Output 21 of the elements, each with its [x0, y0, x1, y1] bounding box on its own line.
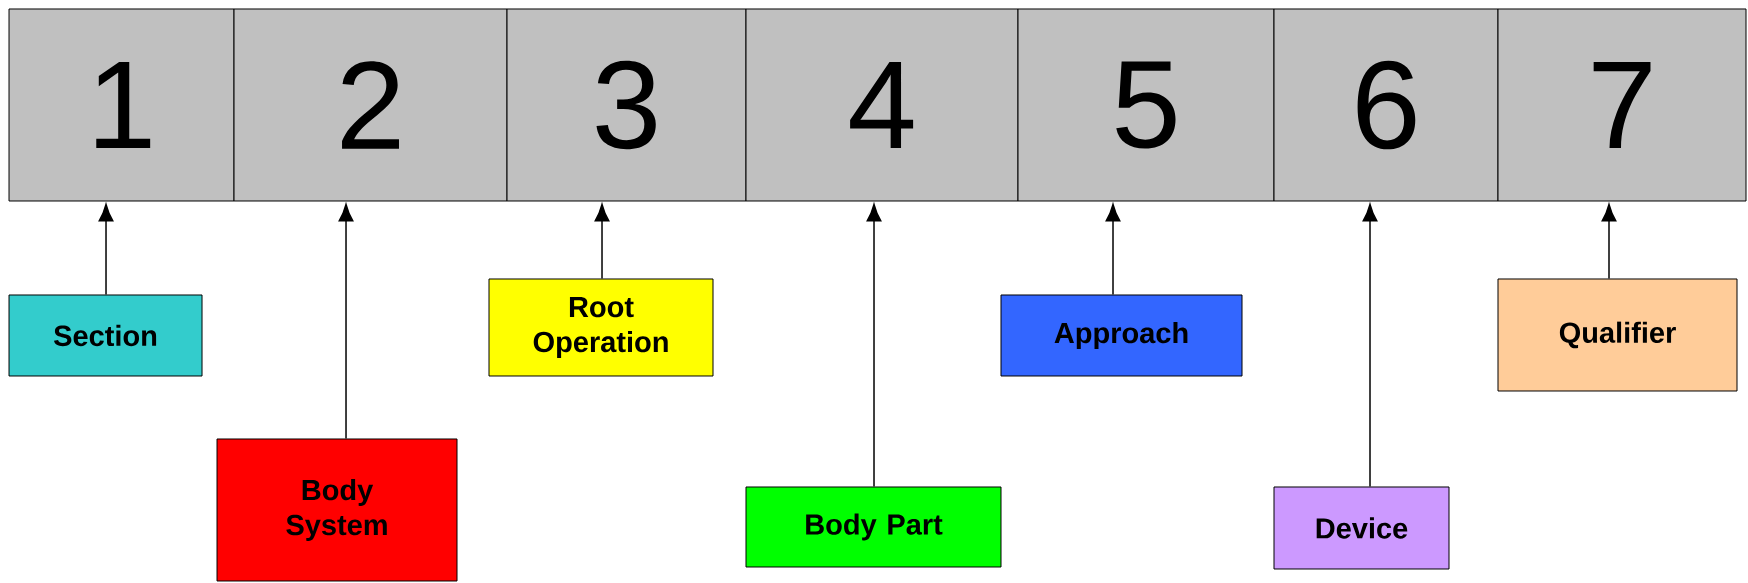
digit-cell: 3: [506, 8, 747, 202]
arrow: [338, 203, 354, 440]
arrow: [866, 203, 882, 488]
digit-cell: 7: [1497, 8, 1747, 202]
arrow: [594, 203, 610, 280]
digit-cell: 6: [1273, 8, 1499, 202]
arrow: [1362, 203, 1378, 488]
arrow: [1601, 203, 1617, 280]
label-box: Body Part: [745, 486, 1002, 568]
label-box: Qualifier: [1497, 278, 1738, 392]
digit-cell: 5: [1017, 8, 1275, 202]
label-box: Root Operation: [488, 278, 714, 377]
arrow: [1105, 203, 1121, 296]
label-box: Approach: [1000, 294, 1243, 377]
digit-cell: 4: [745, 8, 1019, 202]
digit-cell: 1: [8, 8, 235, 202]
digit-cell: 2: [233, 8, 508, 202]
label-box: Device: [1273, 486, 1450, 570]
arrow: [98, 203, 114, 296]
label-box: Body System: [216, 438, 458, 582]
label-box: Section: [8, 294, 203, 377]
